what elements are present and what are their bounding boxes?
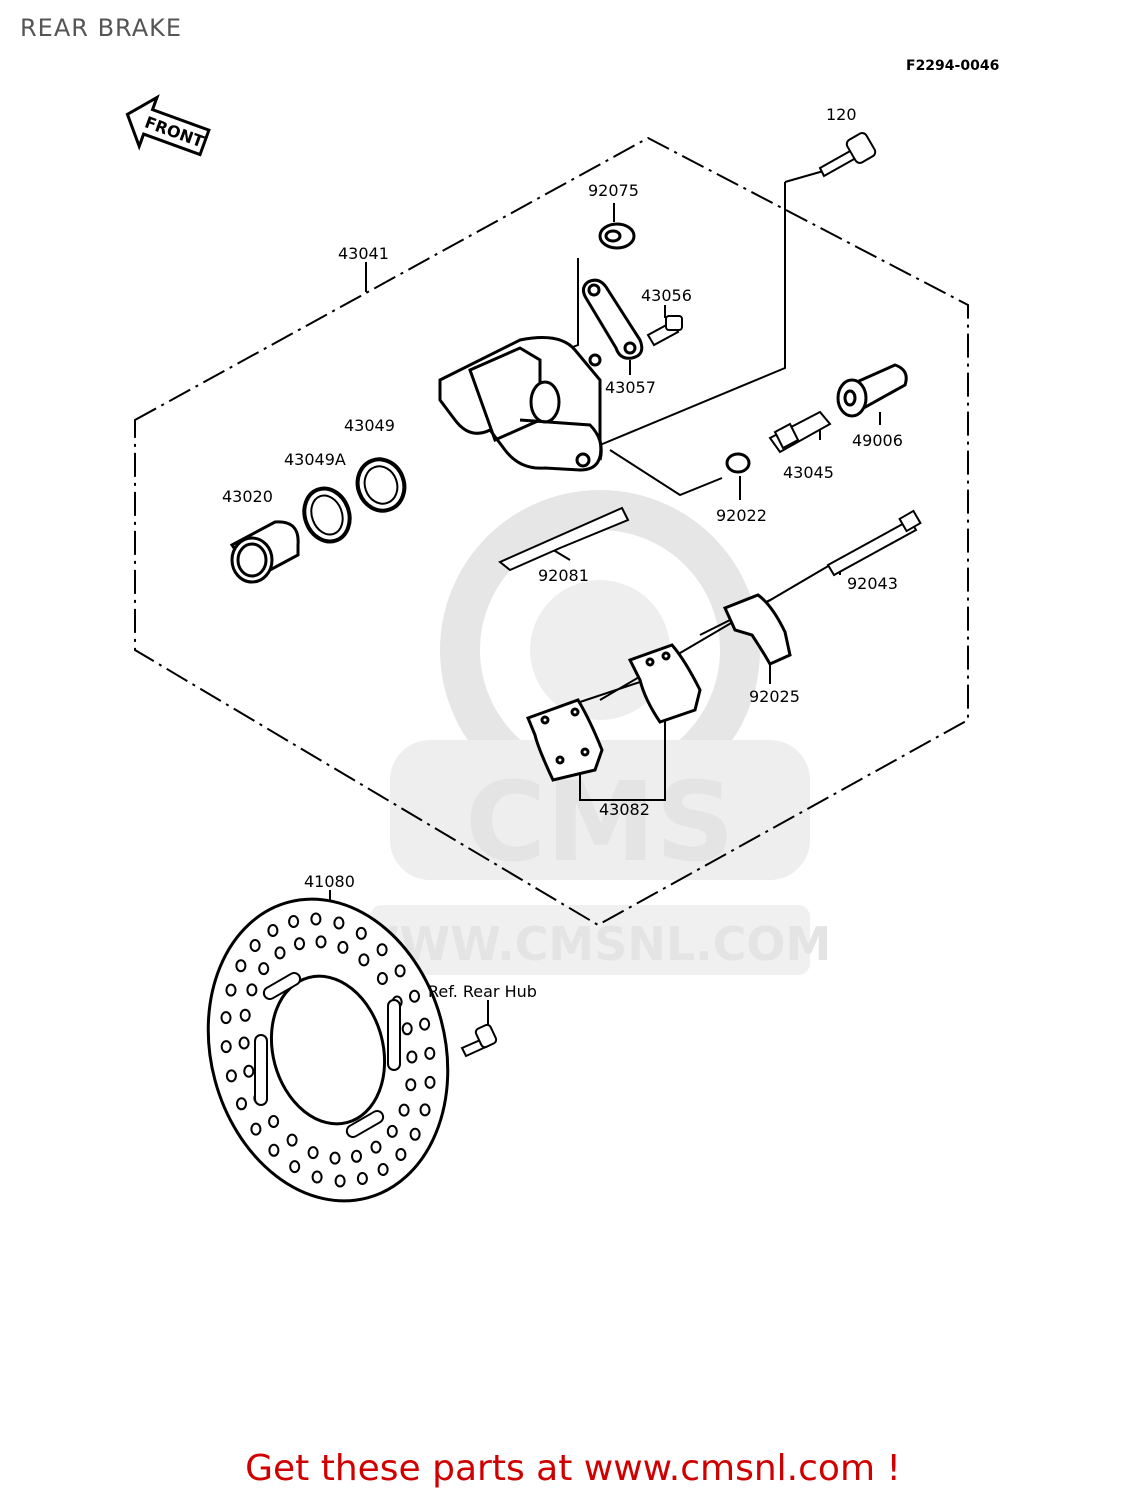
disc-vent-hole [395, 1148, 407, 1161]
disc-vent-hole [239, 1008, 251, 1022]
label-43056: 43056 [641, 286, 692, 305]
watermark-url: WWW.CMSNL.COM [349, 917, 832, 971]
figure-code: F2294-0046 [906, 58, 1000, 74]
disc-vent-hole [355, 926, 367, 940]
disc-vent-hole [424, 1046, 436, 1060]
disc-vent-hole [329, 1151, 341, 1165]
shim-92025-icon [722, 593, 792, 666]
disc-vent-hole [288, 915, 300, 928]
caliper-assembly-boundary [134, 136, 969, 927]
label-92022: 92022 [716, 506, 767, 525]
disc-vent-hole [333, 916, 345, 930]
disc-vent-hole [358, 953, 370, 967]
disc-vent-hole [401, 1022, 413, 1036]
label-120: 120 [826, 105, 857, 124]
disc-vent-hole [394, 964, 406, 978]
disc-vent-hole [220, 1011, 232, 1025]
label-92043: 92043 [847, 574, 898, 593]
caliper-body-icon [438, 336, 603, 472]
disc-vent-hole [409, 1127, 421, 1141]
disc-vent-hole [419, 1017, 431, 1031]
page-title: REAR BRAKE [20, 14, 183, 42]
label-43049A: 43049A [284, 450, 346, 469]
disc-vent-hole [267, 924, 279, 937]
disc-vent-hole [238, 1036, 250, 1050]
disc-vent-hole [268, 1143, 280, 1157]
label-49006: 49006 [852, 431, 903, 450]
piston-icon [229, 520, 300, 584]
spring-92081-icon [498, 506, 630, 572]
rear-hub-bolt-icon [460, 1023, 498, 1058]
disc-vent-hole [386, 1124, 398, 1138]
bolt-120-icon [818, 132, 877, 178]
front-arrow: FRONT [125, 94, 211, 157]
disc-vent-hole [250, 1122, 262, 1136]
disc-vent-hole [268, 1115, 280, 1128]
disc-vent-hole [351, 1149, 362, 1163]
label-92025: 92025 [749, 687, 800, 706]
disc-vent-hole [225, 1069, 237, 1083]
brake-pad-inner-icon [526, 698, 604, 782]
disc-vent-hole [236, 1097, 247, 1111]
label-43020: 43020 [222, 487, 273, 506]
pin-92043-icon [826, 509, 922, 577]
label-43045: 43045 [783, 463, 834, 482]
disc-vent-hole [307, 1146, 319, 1160]
label-43041: 43041 [338, 244, 389, 263]
watermark: CMS WWW.CMSNL.COM [349, 490, 832, 975]
brake-disc-icon [206, 897, 450, 1203]
label-41080: 41080 [304, 872, 355, 891]
disc-vent-hole [243, 1064, 255, 1078]
disc-vent-hole [377, 1163, 389, 1176]
disc-vent-hole [274, 946, 286, 960]
disc-vent-hole [337, 940, 349, 954]
collar-49006-icon [836, 363, 908, 418]
disc-vent-hole [398, 1103, 410, 1117]
disc-vent-hole [294, 937, 305, 951]
dust-seal-43049A-icon [302, 486, 352, 544]
disc-vent-hole [258, 962, 270, 976]
disc-vent-hole [311, 1170, 323, 1184]
disc-vent-hole [370, 1140, 382, 1154]
disc-vent-hole [286, 1133, 298, 1147]
disc-vent-hole [289, 1160, 301, 1174]
label-43082: 43082 [599, 800, 650, 819]
bracket-43057-icon [581, 278, 644, 360]
disc-vent-hole [356, 1172, 368, 1185]
label-43049: 43049 [344, 416, 395, 435]
disc-vent-hole [334, 1174, 346, 1188]
brake-pad-outer-icon [627, 643, 702, 724]
disc-vent-hole [315, 935, 327, 949]
label-ref-rear-hub: Ref. Rear Hub [428, 982, 537, 1001]
piston-seal-43049-icon [355, 457, 407, 513]
label-92075: 92075 [588, 181, 639, 200]
disc-vent-hole [406, 1050, 418, 1064]
washer-92022-icon [725, 452, 751, 474]
seal-92075-icon [598, 222, 636, 250]
disc-vent-hole [246, 983, 258, 997]
disc-vent-hole [424, 1075, 436, 1089]
disc-vent-hole [419, 1103, 431, 1117]
disc-vent-hole [376, 972, 388, 985]
disc-vent-hole [376, 943, 388, 957]
label-92081: 92081 [538, 566, 589, 585]
disc-vent-hole [220, 1040, 232, 1054]
bleed-valve-icon [646, 315, 683, 347]
disc-vent-hole [405, 1078, 417, 1092]
disc-vent-hole [225, 983, 237, 997]
watermark-logo: CMS [465, 758, 734, 886]
parts-diagram: CMS WWW.CMSNL.COM FRONT [125, 94, 969, 1203]
disc-vent-hole [310, 912, 322, 926]
label-43057: 43057 [605, 378, 656, 397]
disc-vent-hole [249, 939, 261, 952]
disc-vent-hole [409, 989, 420, 1003]
footer-link-text: Get these parts at www.cmsnl.com ! [245, 1448, 901, 1489]
pin-43045-icon [768, 410, 832, 454]
disc-vent-hole [235, 959, 247, 973]
